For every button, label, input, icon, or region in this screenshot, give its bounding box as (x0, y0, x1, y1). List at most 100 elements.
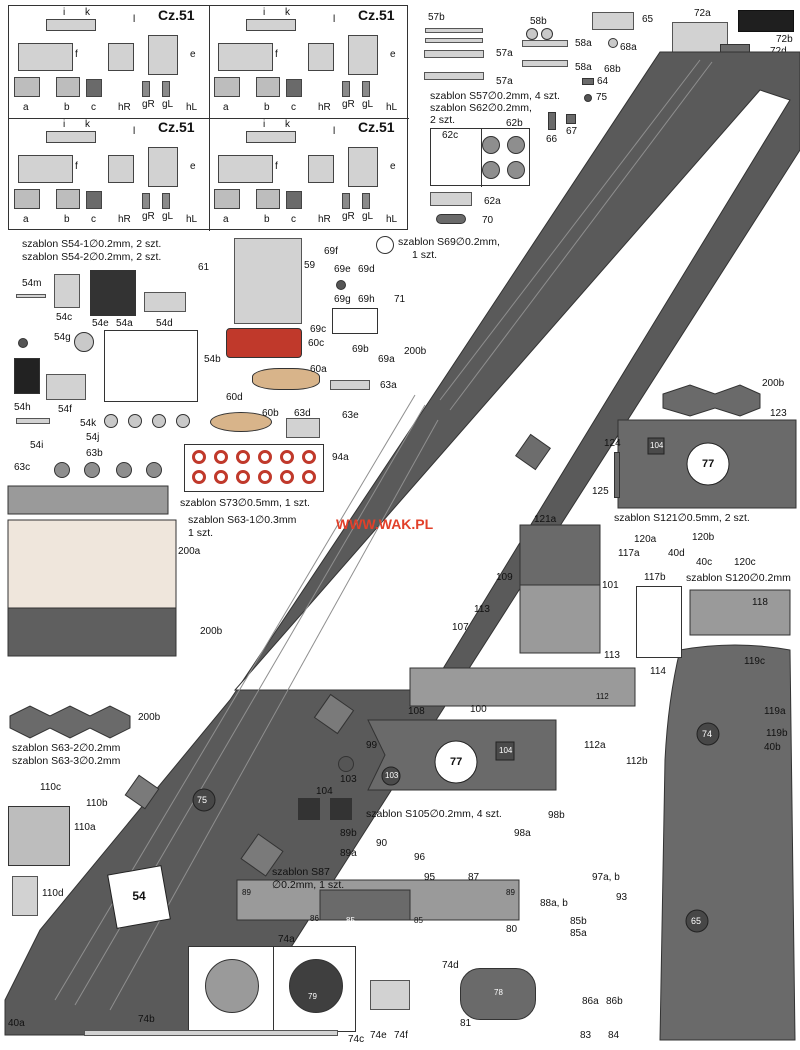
part-110a-frame (8, 806, 70, 866)
part-69g-disc (336, 280, 346, 290)
part-label-103a: 103 (385, 771, 399, 780)
part-strut-gr (142, 193, 150, 209)
part-117b-frame (636, 586, 682, 658)
part-63b-porthole-1 (54, 462, 70, 478)
part-60c-lifeboat-shell (226, 328, 302, 358)
cz51-label-e: e (390, 49, 396, 60)
cz51-label-e: e (190, 161, 196, 172)
part-64 (582, 78, 594, 85)
part-54b-frame (104, 330, 198, 402)
lifebuoy-icon (236, 470, 250, 484)
cz51-label-a: a (23, 102, 29, 113)
part-label-103b: 103 (340, 774, 357, 785)
deck-label-65: 65 (691, 916, 702, 926)
part-box-a (214, 189, 240, 209)
part-label-125: 125 (592, 486, 609, 497)
part-label-86a: 86a (582, 996, 599, 1007)
part-box-f (218, 43, 273, 71)
part-label-60b: 60b (262, 408, 279, 419)
cz51-label-c: c (91, 214, 96, 225)
part-label-119c: 119c (744, 656, 765, 667)
part-strut-gr (342, 193, 350, 209)
part-68a (608, 38, 618, 48)
cz51-label-hR: hR (118, 214, 131, 225)
part-57a-1 (424, 50, 484, 58)
template-s54-1: szablon S54-1∅0.2mm, 2 szt. (22, 238, 162, 250)
part-box-d (308, 43, 334, 71)
part-63b-porthole-2 (84, 462, 100, 478)
part-label-200a: 200a (178, 546, 201, 557)
part-label-62c: 62c (442, 130, 459, 141)
cz51-label-gL: gL (162, 211, 174, 222)
deck-label-54: 54 (132, 889, 146, 903)
part-label-81: 81 (460, 1018, 472, 1029)
part-label-63c: 63c (14, 462, 31, 473)
part-label-107: 107 (452, 622, 469, 633)
template-s120: szablon S120∅0.2mm (686, 572, 791, 584)
lifebuoy-icon (280, 470, 294, 484)
cz51-label-b: b (64, 102, 70, 113)
part-label-104a: 104 (650, 441, 664, 450)
cz51-label-i: i (263, 119, 266, 130)
part-label-68b: 68b (604, 64, 621, 75)
part-label-69h: 69h (358, 294, 375, 305)
part-74a-frame (188, 946, 356, 1033)
part-label-93: 93 (616, 892, 628, 903)
part-box-e (148, 147, 178, 187)
part-strut-gr (342, 81, 350, 97)
part-54h-block (14, 358, 40, 394)
part-54k-disc-4 (176, 414, 190, 428)
part-label-69b: 69b (352, 344, 369, 355)
part-label-58a-1: 58a (575, 38, 592, 49)
part-label-110b: 110b (86, 798, 108, 809)
cz51-label-gL: gL (162, 99, 174, 110)
part-69c-frame (332, 308, 378, 334)
part-label-40d: 40d (668, 548, 685, 559)
part-label-54i: 54i (30, 440, 44, 451)
part-label-54e: 54e (92, 318, 109, 329)
part-58a-2 (522, 60, 568, 67)
template-s63-1-qty: 1 szt. (188, 527, 214, 539)
cz51-label-i: i (63, 7, 66, 18)
part-label-109: 109 (496, 572, 513, 583)
part-58b-disc-1 (526, 28, 538, 40)
cz51-label-gL: gL (362, 211, 374, 222)
lifebuoy-icon (302, 470, 316, 484)
part-78 (460, 968, 536, 1020)
part-label-77b: 77 (450, 756, 463, 768)
template-s69-qty: 1 szt. (412, 249, 438, 261)
cz51-panel-title: Cz.51 (358, 119, 395, 135)
part-strut-gl (362, 81, 370, 97)
part-label-85b-2: 85b (570, 916, 587, 927)
part-label-112a: 112a (584, 740, 606, 751)
part-label-87: 87 (468, 872, 480, 883)
part-60a-lifeboat (252, 368, 320, 390)
cz51-label-k: k (85, 119, 90, 130)
part-label-104b: 104 (499, 746, 513, 755)
template-s63-1: szablon S63-1∅0.3mm (188, 514, 297, 526)
cz51-label-l: l (333, 14, 336, 25)
cz51-panel-title: Cz.51 (158, 119, 195, 135)
part-label-98b: 98b (548, 810, 565, 821)
part-label-113a: 113 (474, 604, 490, 615)
cz51-label-gR: gR (342, 99, 355, 110)
part-63d (286, 418, 320, 438)
part-label-57a-1: 57a (496, 48, 513, 59)
part-54a (90, 270, 136, 316)
part-label-69c: 69c (310, 324, 327, 335)
part-box-a (214, 77, 240, 97)
cz51-label-b: b (264, 214, 270, 225)
part-label-78: 78 (494, 988, 503, 997)
part-label-121a: 121a (534, 514, 557, 525)
hull-part-74 (659, 644, 796, 1041)
template-s62-qty: 2 szt. (430, 114, 456, 126)
part-label-100: 100 (470, 704, 487, 715)
part-label-117a: 117a (618, 548, 640, 559)
cz51-panel-title: Cz.51 (358, 7, 395, 23)
part-69-wheel (376, 236, 394, 254)
part-box-i (246, 19, 296, 31)
lifebuoy-icon (236, 450, 250, 464)
template-s54-2: szablon S54-2∅0.2mm, 2 szt. (22, 251, 162, 263)
part-label-54k: 54k (80, 418, 97, 429)
part-strut-gl (162, 193, 170, 209)
